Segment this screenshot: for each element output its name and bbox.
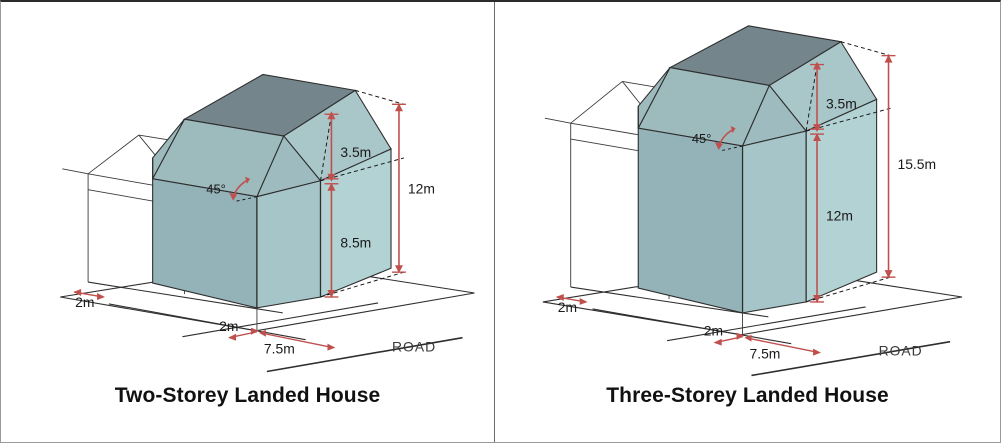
dimension-roof-height: 3.5m [810, 61, 857, 133]
dimension-label-front-setback: 2m [219, 318, 238, 334]
dimension-rear-setback: 2m [555, 294, 588, 315]
dimension-road-setback: 7.5m [258, 329, 336, 357]
wall-return-strip [741, 130, 807, 314]
three-storey-diagram: 3.5m 12m 15.5m [542, 25, 963, 377]
dimension-label-road-setback: 7.5m [264, 341, 295, 357]
dimension-label-wall-height: 8.5m [340, 234, 371, 250]
two-storey-diagram: 3.5m 8.5m 12m [60, 73, 475, 373]
extension-lines [805, 41, 891, 303]
dimension-label-roof-height: 3.5m [340, 144, 371, 160]
dimension-label-wall-height: 12m [826, 208, 853, 224]
dimension-road-setback: 7.5m [744, 334, 821, 362]
dimension-label-rear-setback: 2m [75, 294, 94, 310]
dimension-total-height: 15.5m [881, 54, 936, 279]
panel-three-storey: 3.5m 12m 15.5m [494, 2, 1000, 442]
caption-three-storey: Three-Storey Landed House [606, 384, 889, 407]
dimension-label-front-setback: 2m [704, 323, 723, 339]
extension-lines [320, 89, 405, 298]
dimension-roof-height: 3.5m [324, 111, 371, 182]
caption-two-storey: Two-Storey Landed House [114, 384, 381, 407]
dimension-label-roof-height: 3.5m [826, 95, 857, 111]
dimension-front-setback: 2m [704, 323, 745, 346]
wall-corner-edge [741, 131, 807, 313]
wall-return-strip [256, 180, 322, 309]
panel-two-storey: 3.5m 8.5m 12m [1, 2, 494, 442]
road-edge-line [266, 336, 463, 373]
dimension-wall-height: 8.5m [324, 182, 371, 298]
roof-angle-annotation: 45° [206, 176, 258, 203]
dimension-rear-setback: 2m [73, 289, 105, 310]
roof-angle-label: 45° [206, 182, 226, 197]
road-label: ROAD [879, 343, 923, 359]
dimension-total-height: 12m [392, 103, 435, 274]
dimension-label-total-height: 15.5m [897, 156, 936, 172]
road-edge-line [751, 340, 951, 377]
wall-corner-edge [256, 180, 322, 308]
dimension-label-total-height: 12m [408, 181, 435, 197]
dimension-wall-height: 12m [810, 133, 853, 303]
dimension-front-setback: 2m [219, 318, 259, 341]
roof-angle-annotation: 45° [692, 126, 743, 152]
road-label: ROAD [392, 339, 436, 355]
roof-angle-label: 45° [692, 131, 712, 146]
dimension-label-road-setback: 7.5m [749, 346, 780, 362]
dimension-label-rear-setback: 2m [558, 299, 577, 315]
